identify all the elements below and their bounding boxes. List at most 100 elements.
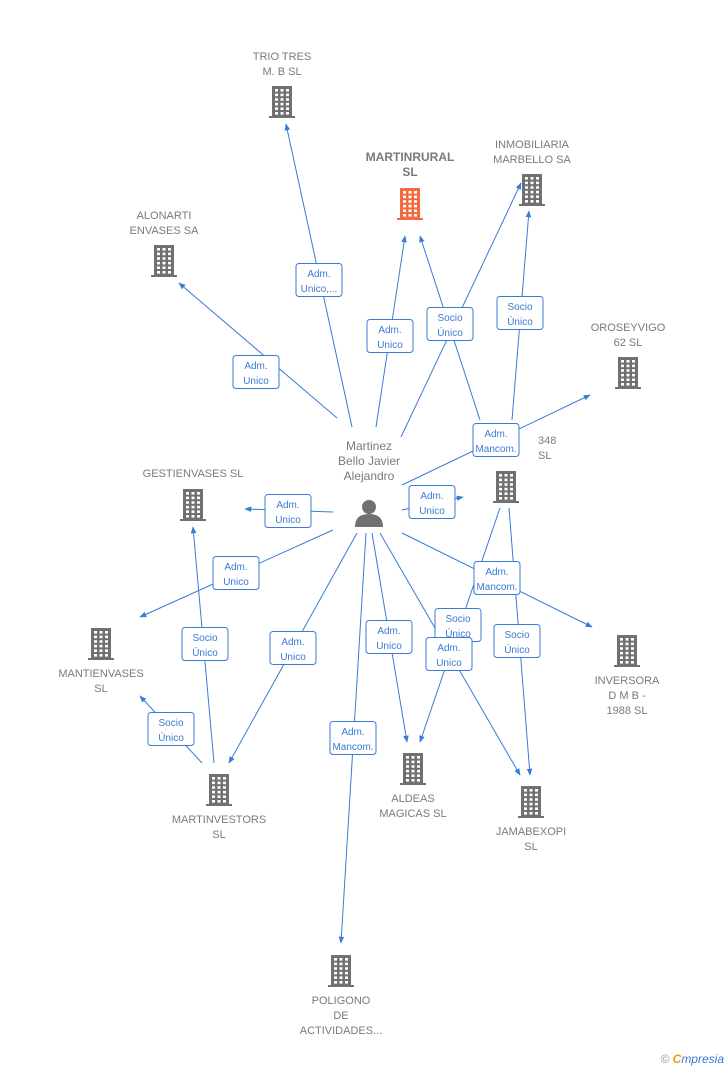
company-label: 1988 SL — [607, 705, 648, 717]
copyright-symbol: © — [660, 1052, 670, 1066]
building-icon — [400, 753, 426, 785]
company-label: ENVASES SA — [130, 225, 200, 237]
edge-label-text: Único — [192, 646, 218, 659]
edge-label-box — [473, 561, 521, 595]
company-node-mantienvases[interactable] — [88, 628, 114, 660]
edge-label-box — [212, 556, 260, 590]
edge-label-person-trio[interactable]: Adm.Unico,... — [295, 263, 343, 297]
company-label: OROSEYVIGO — [591, 322, 666, 334]
company-node-martinrural[interactable] — [397, 188, 423, 220]
edge-label-text: Adm. — [377, 626, 400, 637]
edge-label-text: Único — [437, 326, 463, 339]
company-label: DE — [333, 1010, 348, 1022]
edge-label-text: Adm. — [341, 727, 364, 738]
person-name-label: Alejandro — [344, 469, 395, 483]
edge-label-person-inversora[interactable]: Adm.Mancom. — [473, 561, 521, 595]
building-icon — [397, 188, 423, 220]
company-label: JAMABEXOPI — [496, 826, 566, 838]
edge-label-text: Unico — [275, 515, 301, 526]
company-node-inmobiliaria[interactable] — [519, 174, 545, 206]
edge-label-person-martinvestors[interactable]: Adm. Unico — [269, 631, 317, 665]
edge-label-box — [426, 307, 474, 341]
company-label: INVERSORA — [595, 675, 660, 687]
company-label: INMOBILIARIA — [495, 139, 570, 151]
edge-label-box — [232, 355, 280, 389]
edge-label-text: Socio — [192, 633, 217, 644]
edge-label-text: Mancom. — [475, 444, 516, 455]
company-label: SL — [212, 829, 225, 841]
building-icon — [269, 86, 295, 118]
edge-label-text: Unico — [377, 340, 403, 351]
edge-label-person-aldeas[interactable]: Adm. Unico — [365, 620, 413, 654]
edge-label-text: Unico — [223, 577, 249, 588]
company-node-poligono[interactable] — [328, 955, 354, 987]
edge-label-box — [493, 624, 541, 658]
company-label: ACTIVIDADES... — [300, 1025, 383, 1037]
company-node-x348[interactable] — [493, 471, 519, 503]
building-icon — [88, 628, 114, 660]
person-name-label: Martinez — [346, 439, 392, 453]
edge-label-box — [329, 721, 377, 755]
company-label: SL — [538, 450, 551, 462]
edge-label-text: Socio — [507, 302, 532, 313]
edge-label-person-mantienvases[interactable]: Adm.Unico — [212, 556, 260, 590]
edge-label-text: Socio — [158, 718, 183, 729]
company-node-oroseyvigo[interactable] — [615, 357, 641, 389]
company-node-aldeas[interactable] — [400, 753, 426, 785]
edge-labels: Adm.Unico,...Adm.UnicoSocioÚnicoSocioÚni… — [147, 263, 544, 755]
edge-label-text: Mancom. — [332, 742, 373, 753]
edge-label-text: Unico — [243, 376, 269, 387]
company-node-gestienvases[interactable] — [180, 489, 206, 521]
company-node-jamabexopi[interactable] — [518, 786, 544, 818]
building-icon — [519, 174, 545, 206]
building-icon — [493, 471, 519, 503]
person-node[interactable] — [355, 500, 383, 527]
company-label: SL — [524, 841, 537, 853]
company-node-martinvestors[interactable] — [206, 774, 232, 806]
company-label: MARTINRURAL — [366, 150, 455, 164]
edge-label-person-x348[interactable]: Adm.Unico — [408, 485, 456, 519]
edge-label-text: Unico,... — [301, 284, 338, 295]
brand-initial: C — [672, 1052, 682, 1066]
edge-label-text: Adm. — [276, 500, 299, 511]
edge-label-text: Unico — [376, 641, 402, 652]
company-label: SL — [94, 683, 107, 695]
company-node-inversora[interactable] — [614, 635, 640, 667]
company-node-trio[interactable] — [269, 86, 295, 118]
edge-label-text: Unico — [419, 506, 445, 517]
edge-label-box — [365, 620, 413, 654]
edge-label-text: Único — [158, 731, 184, 744]
edge-label-text: Adm. — [484, 429, 507, 440]
edge-label-text: Único — [445, 627, 471, 640]
company-label: 62 SL — [614, 337, 643, 349]
company-label: M. B SL — [262, 66, 301, 78]
edge-label-person-alonarti[interactable]: Adm.Unico — [232, 355, 280, 389]
building-icon — [151, 245, 177, 277]
company-node-alonarti[interactable] — [151, 245, 177, 277]
company-label: SL — [402, 165, 417, 179]
building-icon — [180, 489, 206, 521]
edge-label-person-martinrural[interactable]: Adm.Unico — [366, 319, 414, 353]
company-label: MAGICAS SL — [379, 808, 446, 820]
edge-person-alonarti — [178, 282, 338, 419]
building-icon — [615, 357, 641, 389]
company-label: 348 — [538, 435, 556, 447]
edge-label-text: Adm. — [485, 567, 508, 578]
edge-label-text: Adm. — [437, 643, 460, 654]
edge-label-person-jamabexopi[interactable]: Adm.Unico — [425, 637, 473, 671]
edge-label-person-oroseyvigo[interactable]: Adm. Mancom. — [472, 423, 520, 457]
edge-label-text: Unico — [280, 652, 306, 663]
edge-label-text: Adm. — [281, 637, 304, 648]
building-icon — [518, 786, 544, 818]
edge-label-person-poligono[interactable]: Adm. Mancom. — [329, 721, 377, 755]
building-icon — [614, 635, 640, 667]
company-label: ALDEAS — [391, 793, 434, 805]
edge-label-person-gestienvases[interactable]: Adm. Unico — [264, 494, 312, 528]
